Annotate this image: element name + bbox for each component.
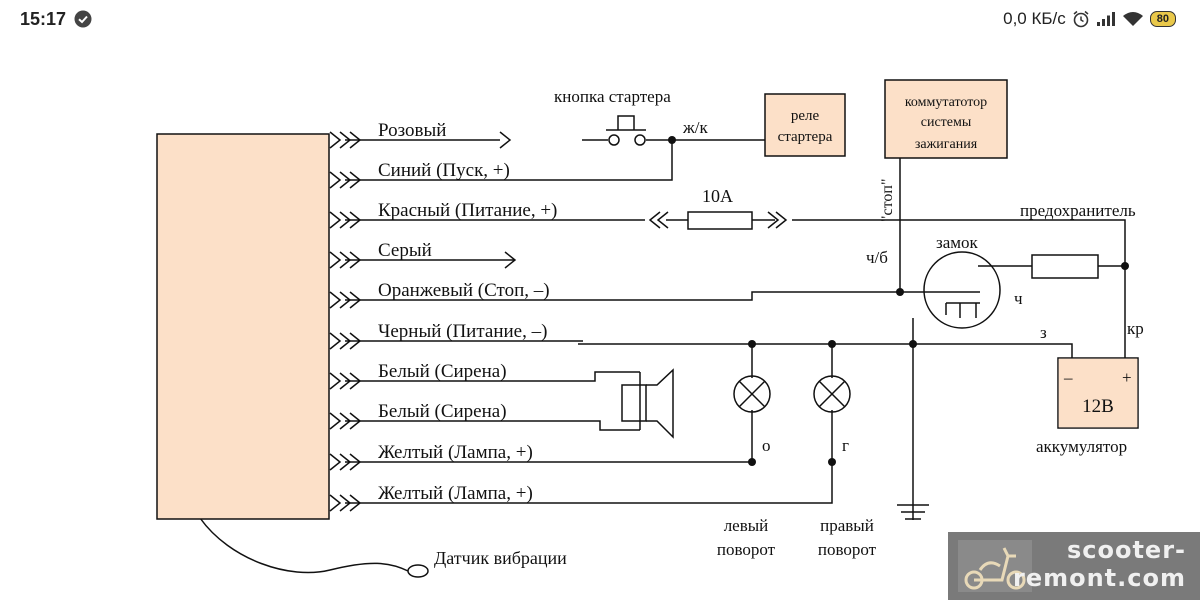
starter-relay-label: реле [791,108,820,124]
stop-label: "стоп" [879,178,896,222]
kr-label: кр [1127,319,1144,338]
wire-lamp [345,461,833,504]
wire-label: Синий (Пуск, +) [378,160,510,181]
wire-label: Розовый [378,120,446,141]
wire-red [345,211,1126,266]
ignition-switchboard [884,79,1008,159]
battery-icon [1057,357,1139,429]
wire-label: Желтый (Лампа, +) [378,442,533,463]
wire-label: Черный (Питание, –) [378,321,547,342]
chb-label: ч/б [866,248,888,267]
wire-label: Оранжевый (Стоп, –) [378,280,550,301]
right-turn-label: правый [820,516,874,535]
vibration-sensor-label: Датчик вибрации [434,548,567,568]
right-lamp-icon [818,380,846,408]
check-circle-icon [74,10,92,28]
wire-grey [345,251,517,269]
wifi-icon [1122,11,1144,27]
alarm-icon [1072,10,1090,28]
wire-label: Серый [378,240,432,261]
ground-symbol [897,504,929,520]
status-right: 0,0 КБ/с 80 [1003,9,1176,29]
junction-dots [668,136,1129,466]
ch-label: ч [1014,289,1023,308]
starter-button [606,115,646,146]
wire-blue [345,140,673,181]
wire-orange [345,291,980,301]
right-turn-label: поворот [818,540,877,559]
vibration-sensor [407,564,429,578]
fuse-label: предохранитель [1020,201,1136,220]
left-turn-label: левый [724,516,769,535]
siren-coil [621,384,647,422]
fuse-10a [687,211,753,230]
status-left: 15:17 [20,9,92,30]
wire-label: Желтый (Лампа, +) [378,483,533,504]
status-bar: 15:17 0,0 КБ/с 80 [0,0,1200,38]
wire-pink [345,131,512,149]
lamp-o-label: о [762,436,771,455]
battery-minus: – [1063,368,1073,387]
z-label: з [1040,323,1047,342]
starter-button-label: кнопка стартера [554,87,671,106]
battery-plus: + [1122,368,1132,387]
sensor-cable [199,517,409,574]
left-lamp-icon [738,380,766,408]
battery-voltage: 12В [1082,396,1114,417]
signal-icon [1096,11,1116,27]
zhk-label: ж/к [682,118,708,137]
wire-black [345,340,1073,358]
battery-label: аккумулятор [1036,437,1127,456]
wire-label: Белый (Сирена) [378,401,507,422]
lamp-g-label: г [842,436,849,455]
starter-relay-label: стартера [778,129,833,145]
watermark-line: scooter- [1066,536,1186,564]
wire-label: Белый (Сирена) [378,361,507,382]
battery-icon: 80 [1149,11,1176,27]
ignition-label: коммутатотор [905,95,987,110]
watermark-line: remont.com [1012,564,1186,592]
connector-chevrons [329,131,362,512]
battery-body [1058,358,1138,428]
starter-relay [764,93,846,157]
lock-label: замок [936,233,979,252]
left-turn-label: поворот [717,540,776,559]
scooter-logo-icon [958,540,1032,597]
ignition-label: системы [921,115,972,130]
watermark: scooter- remont.com [948,532,1200,600]
wire-label: Красный (Питание, +) [378,200,557,221]
fuse-icon [1031,254,1099,279]
clock: 15:17 [20,8,67,29]
fuse-10a-label: 10А [702,186,733,206]
ignition-label: зажигания [915,137,978,152]
alarm-unit [156,133,330,520]
siren-horn-icon [646,368,674,439]
lock-icon [923,251,1001,329]
lock-contacts [945,302,980,318]
network-speed: 0,0 КБ/с [1003,9,1066,28]
